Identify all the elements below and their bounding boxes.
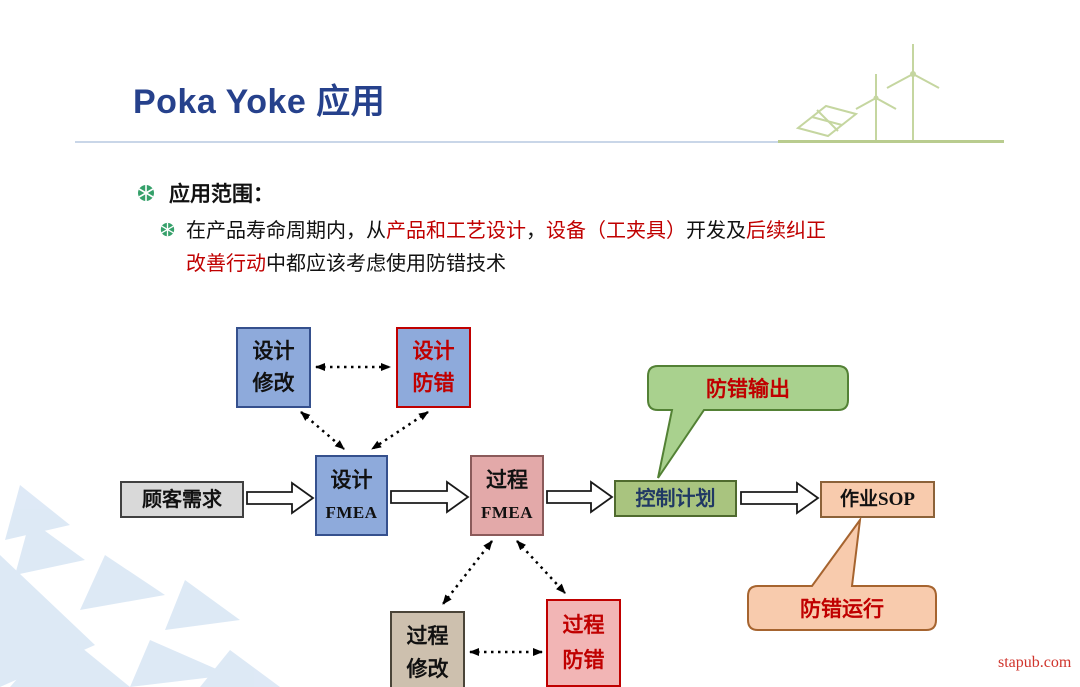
- solar-panel: [795, 104, 859, 138]
- dotted-connector-process-fmea-change: [442, 540, 493, 605]
- box-label: 设计: [252, 338, 295, 363]
- turbine-blade: [875, 97, 897, 110]
- box-label: 设计: [330, 468, 373, 492]
- box-label: 过程: [406, 623, 449, 648]
- box-label: 过程: [486, 468, 528, 492]
- design-change-box: 设计 修改: [236, 327, 311, 408]
- process-change-box: 过程 修改: [390, 611, 465, 687]
- box-label: 过程: [562, 613, 605, 637]
- paragraph-segment: 开发及: [686, 220, 746, 242]
- sub-bullet-icon-wrap: [160, 222, 175, 242]
- application-scope-paragraph: 在产品寿命周期内，从产品和工艺设计，设备（工夹具）开发及后续纠正 改善行动中都应…: [186, 215, 986, 281]
- dotted-connector-process-fmea-pokayoke: [516, 540, 566, 594]
- solar-panel-grid: [816, 109, 839, 132]
- turbine-hub: [873, 95, 879, 101]
- paragraph-segment: 设备（工夹具）: [546, 220, 686, 242]
- deco-triangle: [10, 630, 130, 687]
- title-divider-green: [778, 140, 1004, 143]
- process-fmea-box: 过程 FMEA: [470, 455, 544, 536]
- deco-triangle: [0, 555, 95, 687]
- dotted-connector-design-pokayoke-fmea: [371, 410, 429, 451]
- paragraph-segment: 在产品寿命周期内，从: [186, 220, 386, 242]
- wind-turbine-decoration: [795, 44, 940, 140]
- box-label: FMEA: [325, 503, 378, 522]
- paragraph-segment: 产品和工艺设计: [386, 220, 526, 242]
- solar-panel-grid: [811, 116, 843, 126]
- bullet-icon: [138, 185, 154, 201]
- customer-requirement-box: 顾客需求: [120, 481, 244, 518]
- box-label: 控制计划: [635, 487, 716, 510]
- sub-bullet-icon: [160, 222, 175, 237]
- section-heading: 应用范围：: [169, 182, 274, 206]
- turbine-blade: [886, 73, 914, 89]
- box-label: 修改: [406, 657, 449, 682]
- box-label: 作业SOP: [840, 489, 915, 510]
- flow-arrow-customer-to-designfmea: [246, 481, 315, 515]
- callout-run-label: 防错运行: [800, 597, 884, 621]
- paragraph-segment: 改善行动: [186, 253, 266, 275]
- dotted-connector-design-change-fmea: [300, 411, 345, 450]
- control-plan-box: 控制计划: [614, 480, 737, 517]
- flow-arrow-designfmea-to-processfmea: [390, 480, 470, 514]
- box-label: 防错: [562, 648, 605, 672]
- paragraph-segment: ，: [526, 220, 546, 242]
- box-label: 防错: [412, 371, 455, 396]
- paragraph-segment: 后续纠正: [746, 220, 826, 242]
- box-label: 顾客需求: [142, 488, 222, 511]
- section-heading-row: 应用范围：: [137, 178, 274, 208]
- turbine-blade: [912, 73, 940, 89]
- paragraph-line: 改善行动中都应该考虑使用防错技术: [186, 248, 986, 281]
- deco-triangle: [80, 555, 165, 610]
- paragraph-line: 在产品寿命周期内，从产品和工艺设计，设备（工夹具）开发及后续纠正: [186, 215, 986, 248]
- flow-arrow-controlplan-to-sop: [740, 481, 820, 515]
- title-divider: [75, 141, 935, 143]
- process-pokayoke-box: 过程 防错: [546, 599, 621, 687]
- box-label: 设计: [412, 338, 455, 363]
- deco-triangle: [165, 580, 240, 630]
- box-label: 修改: [252, 371, 295, 396]
- page-title: Poka Yoke 应用: [133, 83, 386, 121]
- deco-triangle: [200, 650, 280, 687]
- deco-triangle: [15, 520, 85, 575]
- work-sop-box: 作业SOP: [820, 481, 935, 518]
- watermark: stapub.com: [998, 654, 1072, 671]
- deco-triangle: [130, 640, 230, 687]
- box-label: FMEA: [480, 503, 534, 522]
- flow-arrow-processfmea-to-controlplan: [546, 480, 614, 514]
- design-fmea-box: 设计 FMEA: [315, 455, 388, 536]
- design-pokayoke-box: 设计 防错: [396, 327, 471, 408]
- turbine-blade: [855, 97, 877, 110]
- paragraph-segment: 中都应该考虑使用防错技术: [266, 253, 506, 275]
- callout-output-label: 防错输出: [706, 377, 790, 401]
- deco-triangle: [5, 485, 70, 540]
- turbine-hub: [910, 71, 916, 77]
